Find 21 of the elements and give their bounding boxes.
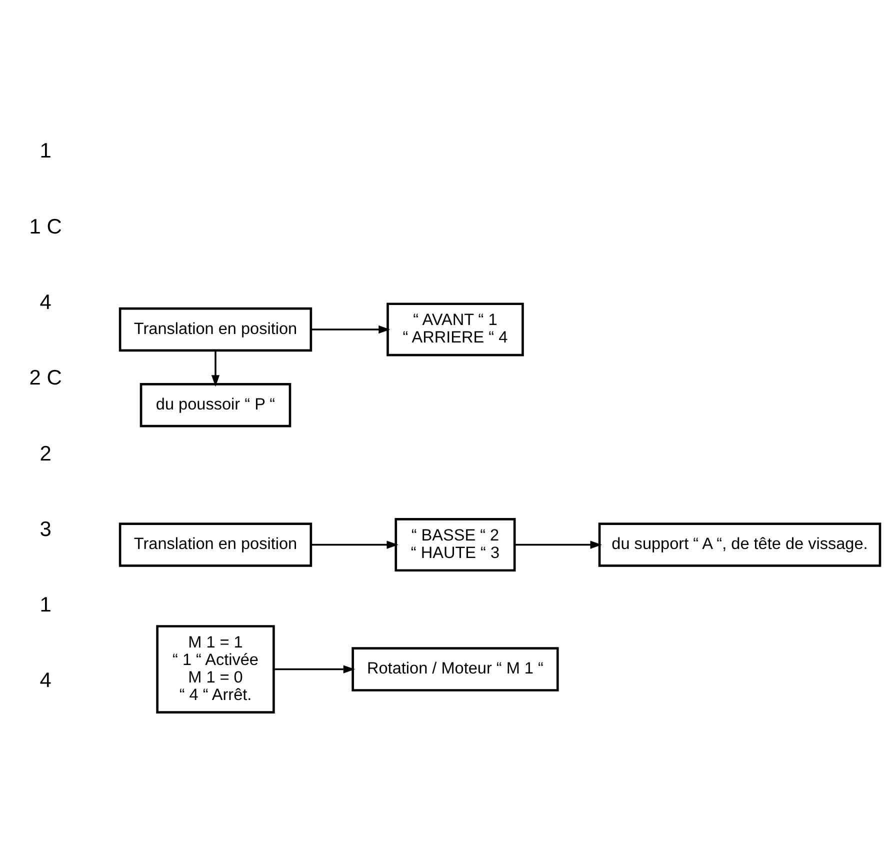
node-box: M 1 = 1 “ 1 “ Activée M 1 = 0 “ 4 “ Arrêt. <box>156 625 275 714</box>
node-box: “ BASSE “ 2 “ HAUTE “ 3 <box>394 518 516 572</box>
label: 3 <box>40 518 52 541</box>
label: 4 <box>40 669 52 692</box>
node-box: du support “ A “, de tête de vissage. <box>598 522 882 567</box>
label: 4 <box>40 291 52 314</box>
arrow <box>514 540 602 549</box>
node-box: Rotation / Moteur “ M 1 “ <box>352 647 559 692</box>
label: 2 <box>40 442 52 466</box>
node-box: du poussoir “ P “ <box>140 383 292 428</box>
label: 2 C <box>29 366 62 390</box>
arrow <box>311 325 390 334</box>
label: 1 <box>40 140 52 163</box>
node-box: Translation en position <box>118 522 312 567</box>
arrow <box>274 665 356 674</box>
label: 1 C <box>29 215 62 238</box>
arrow <box>311 540 398 549</box>
node-box: “ AVANT “ 1 “ ARRIERE “ 4 <box>386 302 524 356</box>
arrow <box>211 350 220 387</box>
label: 1 <box>40 594 52 617</box>
node-box: Translation en position <box>118 307 312 352</box>
